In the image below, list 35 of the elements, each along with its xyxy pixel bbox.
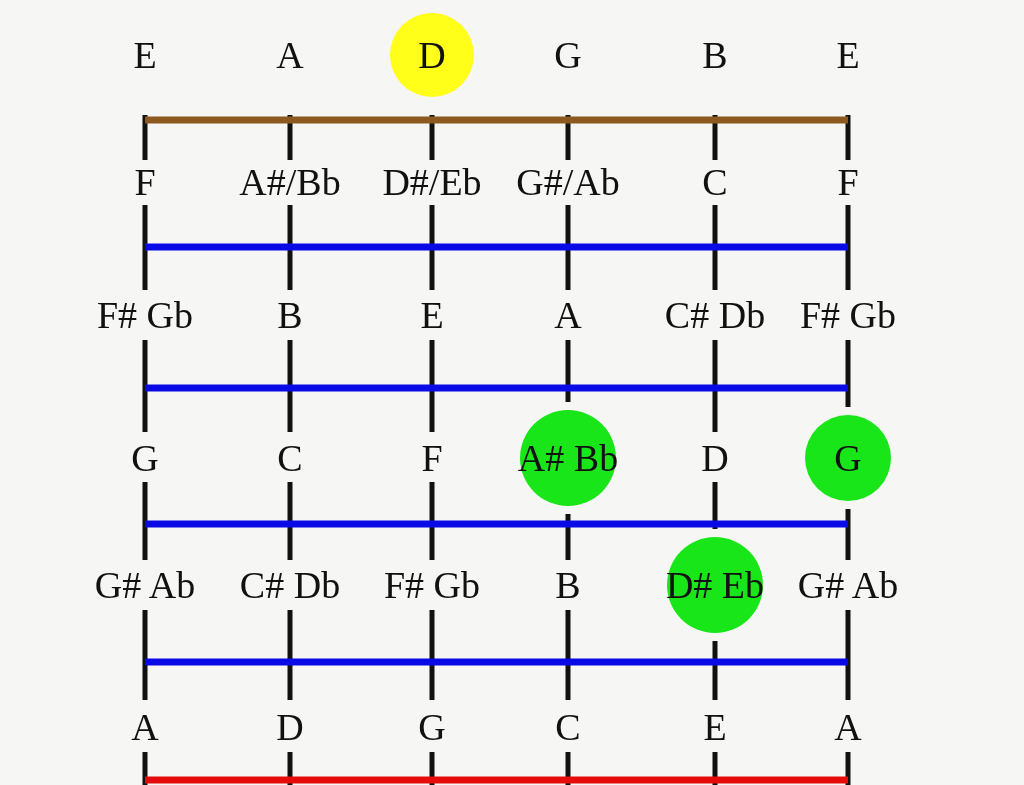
note-name: B — [555, 566, 581, 604]
note-name: D#/Eb — [382, 163, 482, 201]
note-name: C — [277, 439, 303, 477]
note-name: D — [701, 439, 729, 477]
note-name: C — [555, 708, 581, 746]
note-name: E — [703, 708, 727, 746]
note-name: D — [276, 708, 304, 746]
note-name: B — [702, 36, 728, 74]
note-name: C# Db — [664, 296, 766, 334]
note-name: F — [421, 439, 443, 477]
note-name: F# Gb — [799, 296, 897, 334]
note-name: F# Gb — [383, 566, 481, 604]
note-name: G — [554, 36, 582, 74]
note-name: E — [420, 296, 444, 334]
note-name: A — [834, 708, 862, 746]
note-name: F — [837, 163, 859, 201]
note-name: A#/Bb — [239, 163, 341, 201]
note-name: A — [554, 296, 582, 334]
note-name: G#/Ab — [516, 163, 620, 201]
note-name: C — [702, 163, 728, 201]
note-name: B — [277, 296, 303, 334]
note-name: G# Ab — [797, 566, 899, 604]
note-name: G — [418, 708, 446, 746]
note-name: D# Eb — [665, 566, 765, 604]
note-name: G — [131, 439, 159, 477]
note-name: A — [131, 708, 159, 746]
note-name: E — [133, 36, 157, 74]
note-name: A — [276, 36, 304, 74]
note-name: F — [134, 163, 156, 201]
note-name: G# Ab — [94, 566, 196, 604]
note-name: D — [418, 36, 446, 74]
note-name: C# Db — [239, 566, 341, 604]
note-name: G — [834, 439, 862, 477]
note-name: E — [836, 36, 860, 74]
note-name: F# Gb — [96, 296, 194, 334]
